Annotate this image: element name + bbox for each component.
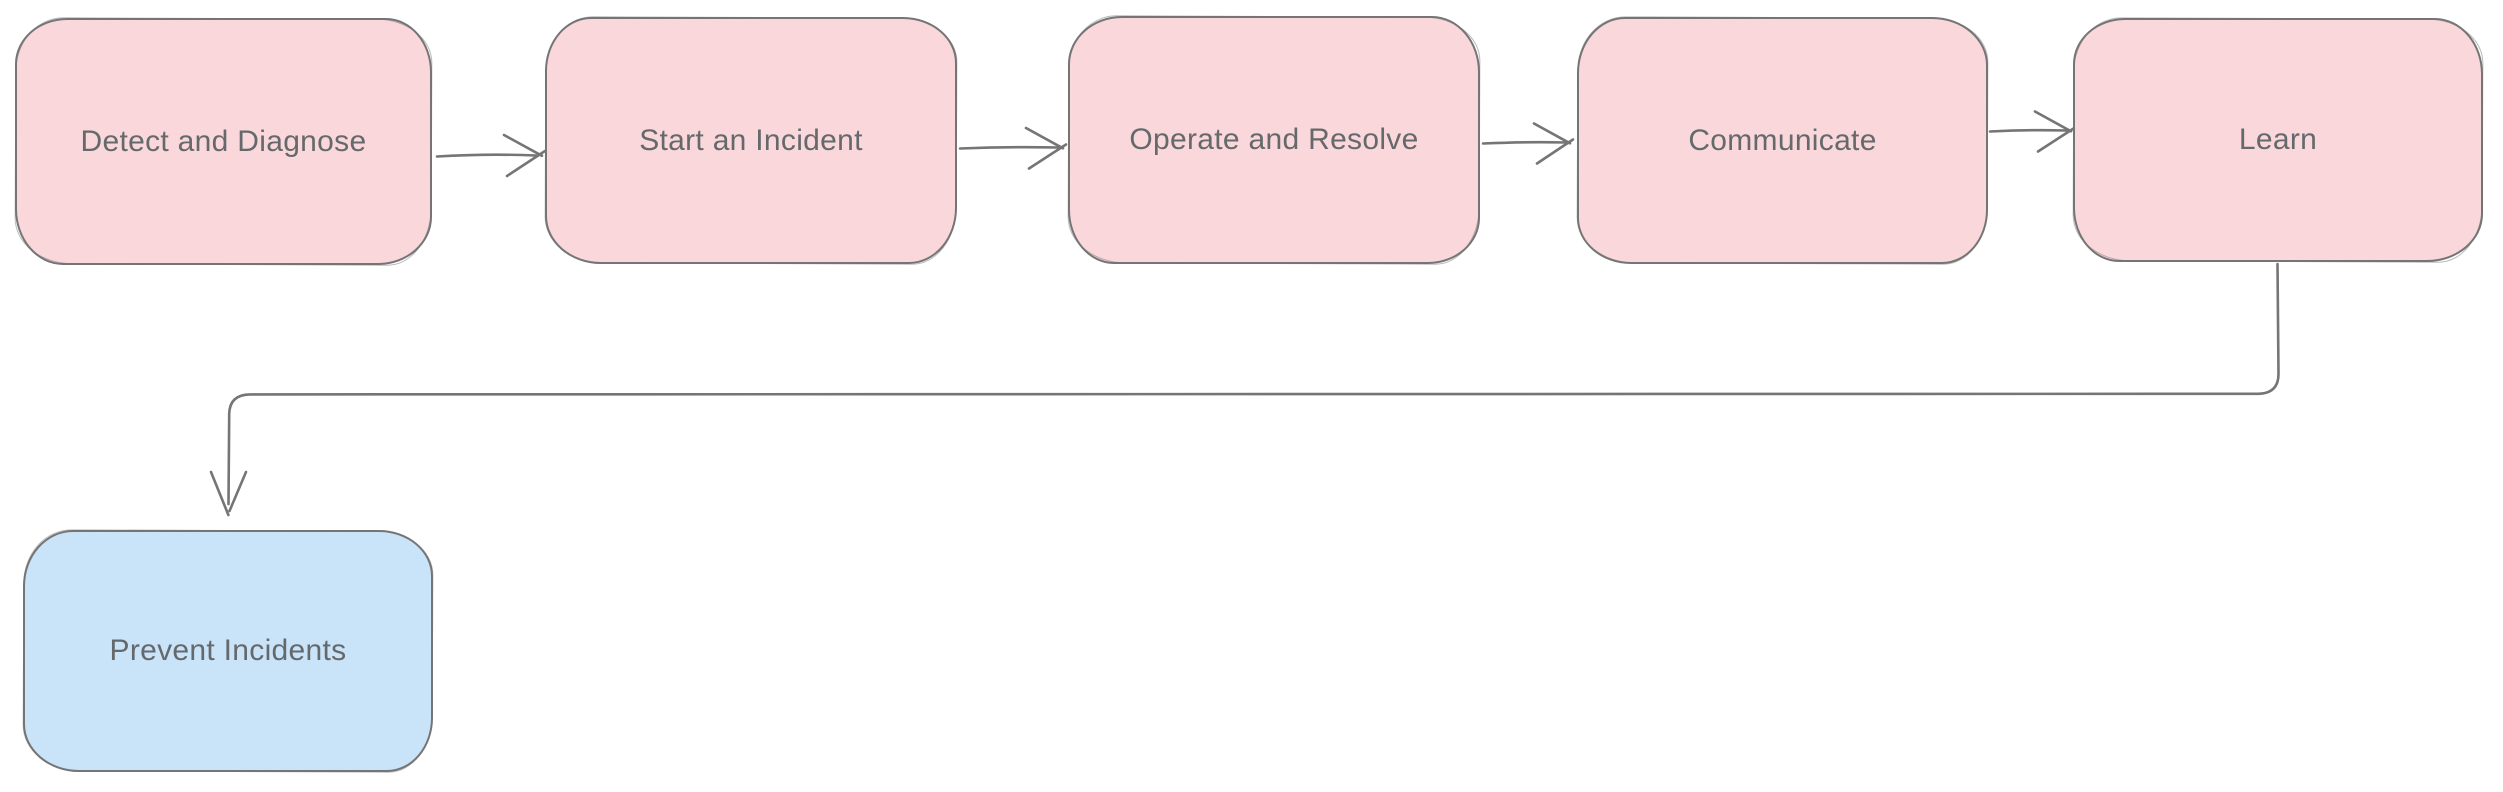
- arrow-learn-to-prevent: [209, 262, 2280, 517]
- node-communicate[interactable]: Communicate: [1577, 17, 1988, 264]
- node-label: Learn: [2238, 123, 2318, 156]
- node-label: Detect and Diagnose: [80, 124, 367, 158]
- arrow-start-to-operate: [958, 126, 1068, 170]
- node-label: Operate and Resolve: [1129, 123, 1419, 156]
- node-start-an-incident[interactable]: Start an Incident: [545, 17, 957, 264]
- arrow-communicate-to-learn: [1988, 110, 2077, 153]
- node-detect-and-diagnose[interactable]: Detect and Diagnose: [15, 18, 432, 265]
- node-label: Prevent Incidents: [109, 634, 347, 667]
- node-prevent-incidents[interactable]: Prevent Incidents: [23, 530, 433, 772]
- node-label: Communicate: [1688, 123, 1877, 157]
- node-learn[interactable]: Learn: [2073, 18, 2483, 262]
- arrow-operate-to-communicate: [1481, 122, 1575, 165]
- arrow-detect-to-start: [435, 133, 547, 178]
- node-label: Start an Incident: [639, 123, 863, 157]
- node-operate-and-resolve[interactable]: Operate and Resolve: [1068, 16, 1480, 264]
